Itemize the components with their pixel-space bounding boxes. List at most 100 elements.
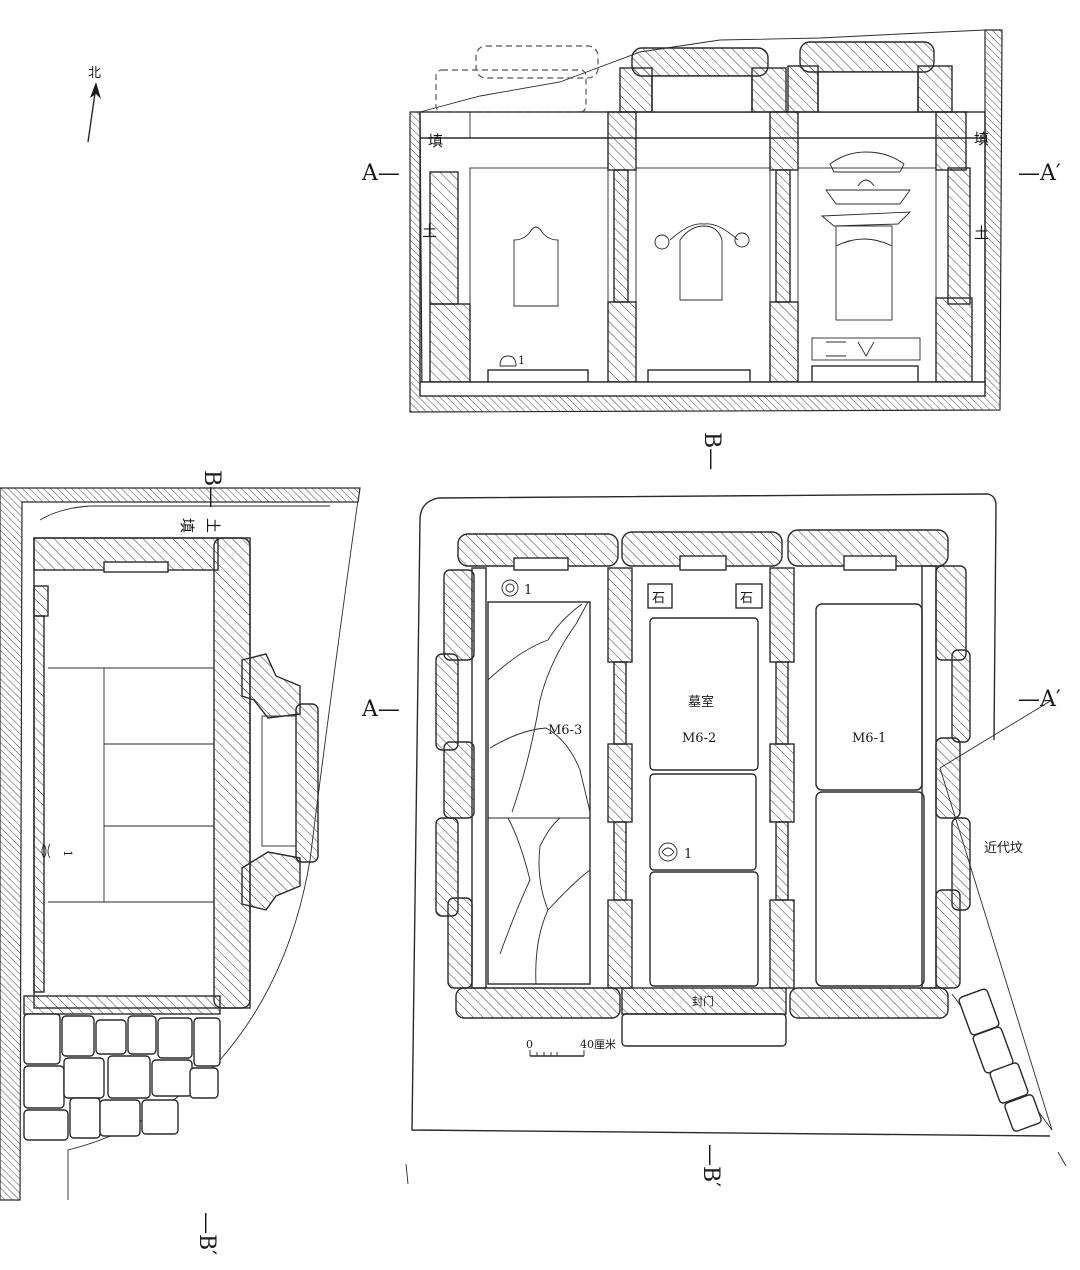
scale-zero: 0 [526, 1038, 533, 1051]
label-chamber: 墓室 [688, 694, 714, 710]
plan-divider [607, 899, 633, 989]
divider-1-top [607, 111, 637, 171]
capstone-right [799, 41, 935, 73]
plan-divider [607, 567, 633, 663]
slab-m6-1-top [815, 603, 923, 791]
plan-divider [769, 567, 795, 663]
platform-left [487, 369, 589, 383]
plan-wall [443, 569, 475, 661]
slab-m6-1-bottom [815, 791, 925, 987]
slab-m6-2-mid [649, 773, 757, 871]
wall-right-lower [935, 297, 973, 383]
wall-left-lower [429, 303, 471, 383]
plan-divider [607, 743, 633, 823]
plan-bottom-wall [455, 987, 621, 1019]
plan-wall [447, 897, 473, 989]
plan-object-ring-icon [501, 579, 519, 597]
marker-plan-a-left: A— [361, 697, 400, 722]
platform-mid [647, 369, 751, 383]
fill-label: 填 [974, 130, 989, 148]
marker-plan-b-top: B— [699, 432, 724, 470]
divider-2-mid [775, 169, 791, 303]
section-aa-object-label: 1 [518, 354, 525, 367]
bb-object-icon [41, 842, 51, 859]
divider-1-mid [613, 169, 629, 303]
label-stone-right: 石 [740, 591, 753, 606]
divider-1-bottom [607, 301, 637, 383]
bb-fill-top: 填 [178, 518, 196, 533]
marker-b-bottom: —B′ [194, 1212, 219, 1255]
marker-plan-a-right: —A′ [1018, 687, 1061, 712]
divider-2-top [769, 111, 799, 171]
slab-m6-2-bottom [649, 871, 759, 987]
fill-label: 土 [422, 222, 437, 240]
cap-support-mid [651, 75, 753, 113]
section-aa: 1 填 土 填 土 A— —A′ [361, 29, 1061, 413]
plan-door-wall [621, 987, 787, 1015]
plan-view: B— —B′ A— —A′ [361, 432, 1067, 1187]
plan-wall [935, 565, 967, 661]
platform-right [811, 365, 919, 383]
plan-wall [935, 737, 961, 819]
plan-divider [775, 821, 789, 901]
missing-capstone [435, 69, 587, 113]
label-door: 封门 [692, 994, 714, 1008]
wall-right-top [935, 111, 967, 171]
section-aa-frame [419, 111, 986, 383]
pit-outline-lower [411, 497, 1051, 1137]
altar-platform [811, 337, 921, 361]
plan-wall [435, 653, 459, 751]
section-bb-object-label: 1 [61, 850, 74, 857]
plan-wall [935, 889, 961, 989]
missing-capstone-top [475, 45, 599, 79]
plan-divider [769, 743, 795, 823]
divider-2-bottom [769, 301, 799, 383]
label-stone-left: 石 [652, 591, 665, 606]
object-pot-icon [499, 355, 517, 367]
slab-m6-2-top [649, 617, 759, 771]
pit-outline [437, 493, 997, 741]
niche-right [835, 225, 893, 321]
coffin-m6-3 [487, 601, 591, 985]
section-bb: B— —B′ 1 [0, 470, 361, 1255]
north-arrow: 北 [87, 66, 101, 143]
plan-wall [951, 649, 971, 743]
bb-step [241, 851, 301, 911]
bb-right-wall [213, 537, 251, 1009]
scroll-ornament [734, 232, 750, 248]
roof-ornament [825, 189, 911, 205]
stone-left [647, 583, 673, 609]
plan-wall [435, 817, 459, 917]
section-aa-surface [419, 29, 986, 113]
cap-brick [787, 65, 819, 113]
bb-stone-pile [23, 1013, 221, 1141]
plan-divider [613, 821, 627, 901]
bb-door-block [295, 703, 319, 863]
fill-label: 土 [974, 224, 989, 242]
label-m6-2: M6-2 [682, 731, 716, 746]
plan-wall [443, 741, 475, 819]
marker-a-left: A— [361, 161, 400, 186]
cap-brick [917, 65, 953, 113]
bb-fill-bottom: 土 [204, 518, 222, 533]
stone-right [735, 583, 763, 609]
crown-ornament [829, 151, 905, 173]
cap-support-right [817, 71, 919, 113]
section-bb-ground [0, 487, 361, 1201]
fill-label: 填 [428, 132, 443, 150]
plan-bottom-wall [789, 987, 949, 1019]
wall-right-upper [947, 167, 971, 305]
modern-grave-stones [958, 988, 1042, 1132]
plan-object-1a: 1 [524, 583, 532, 598]
plan-divider [769, 899, 795, 989]
cap-brick [751, 67, 787, 113]
marker-a-right: —A′ [1018, 161, 1061, 186]
label-modern-tomb: 近代坟 [984, 841, 1023, 856]
label-m6-3: M6-3 [548, 723, 582, 738]
cap-brick [619, 67, 653, 113]
scale-value: 40厘米 [580, 1038, 616, 1051]
plan-divider [775, 661, 789, 745]
marker-plan-b-bottom: —B′ [698, 1144, 723, 1187]
niche-left [513, 226, 559, 307]
